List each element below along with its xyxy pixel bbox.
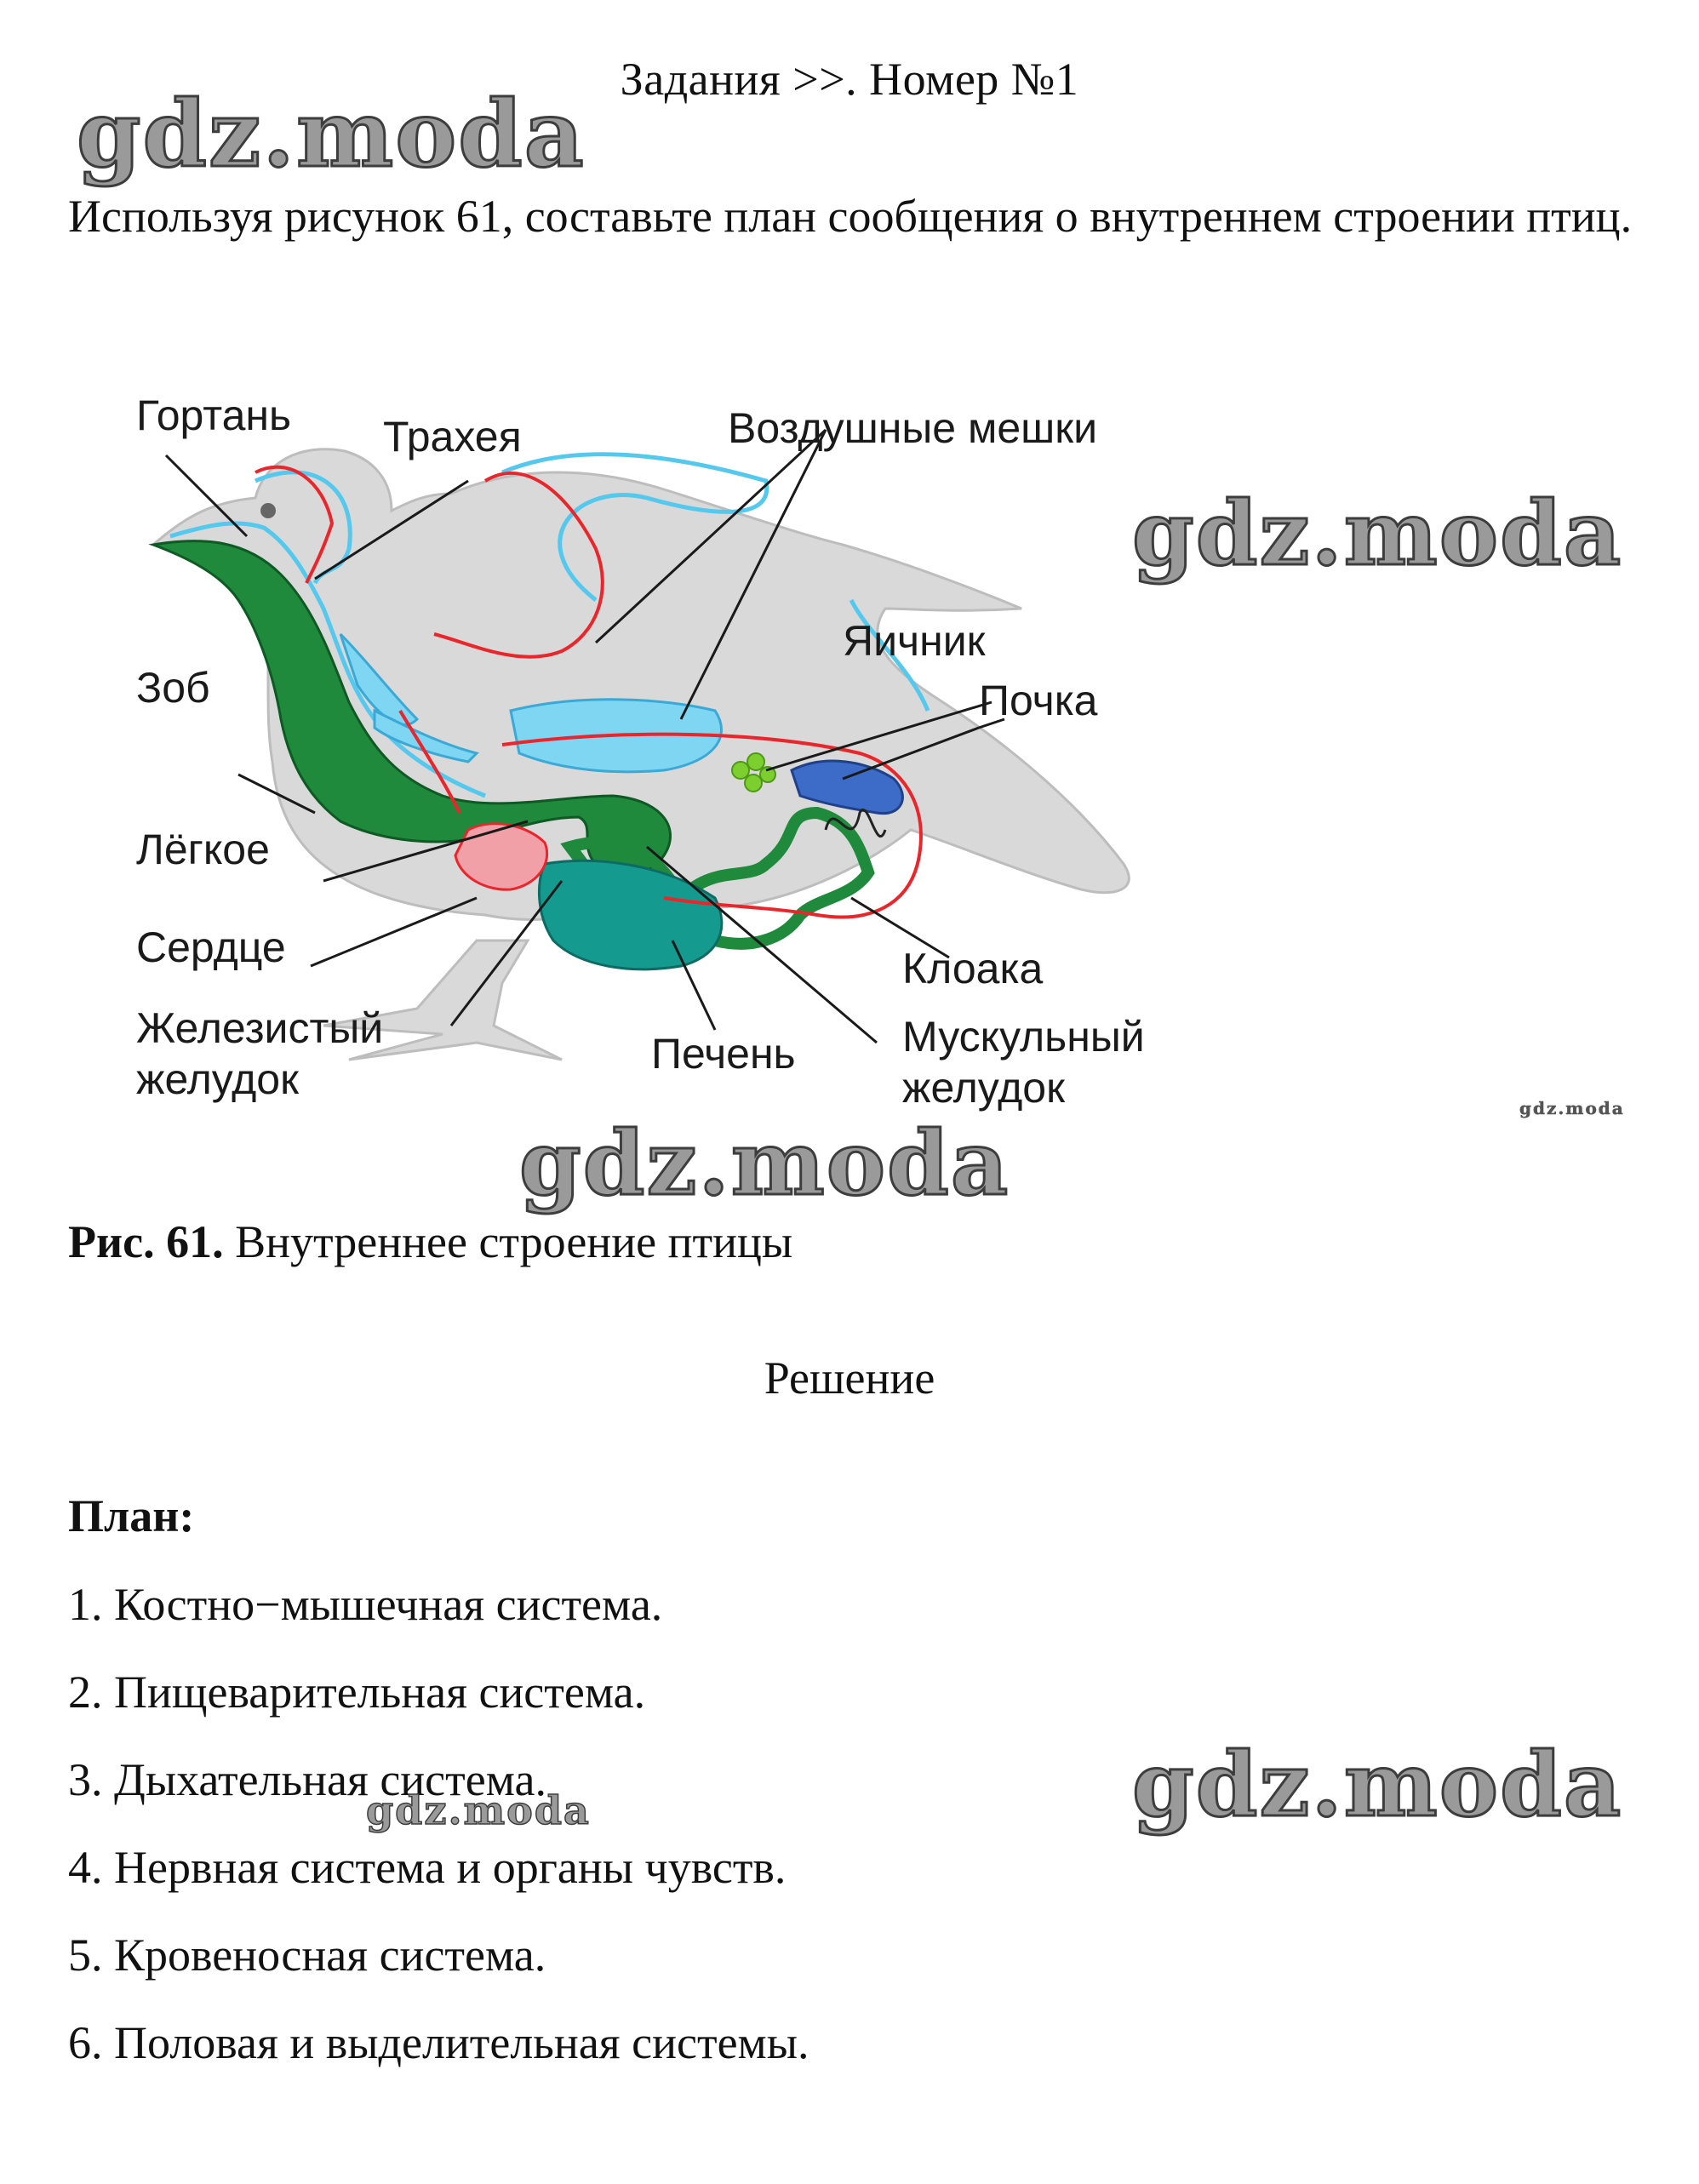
- label-air-sacs: Воздушные мешки: [728, 404, 1097, 452]
- bird-anatomy-figure: Гортань Трахея Воздушные мешки Яичник По…: [136, 392, 1145, 1112]
- caption-text: Внутреннее строение птицы: [235, 1216, 793, 1267]
- watermark: gdz.moda: [76, 80, 586, 190]
- watermark: gdz.moda: [1519, 1098, 1625, 1119]
- label-kidney: Почка: [979, 677, 1098, 724]
- plan-list: 1. Костно−мышечная система. 2. Пищеварит…: [68, 1575, 809, 2101]
- label-ovary: Яичник: [843, 617, 987, 665]
- label-lung: Лёгкое: [136, 826, 270, 873]
- watermark: gdz.moda: [518, 1110, 1010, 1217]
- label-muscular-stomach-line1: Мускульный: [902, 1013, 1145, 1061]
- solution-title: Решение: [764, 1352, 935, 1404]
- page-header: Задания >>. Номер №1: [620, 54, 1079, 105]
- watermark: gdz.moda: [1130, 1731, 1623, 1838]
- caption-label: Рис. 61.: [68, 1216, 224, 1267]
- figure-labels: Гортань Трахея Воздушные мешки Яичник По…: [136, 392, 1145, 1112]
- label-glandular-stomach-line1: Железистый: [136, 1004, 383, 1052]
- label-crop: Зоб: [136, 664, 210, 712]
- ovary: [731, 752, 776, 792]
- plan-item: 6. Половая и выделительная системы.: [68, 2017, 809, 2068]
- leader-lines: [164, 428, 1005, 1044]
- label-liver: Печень: [651, 1030, 796, 1078]
- kidney: [790, 759, 904, 838]
- label-glandular-stomach-line2: желудок: [136, 1055, 300, 1103]
- watermark: gdz.moda: [365, 1787, 591, 1834]
- label-cloaca: Клоака: [902, 945, 1043, 992]
- heart: [454, 822, 549, 891]
- figure-caption: Рис. 61. Внутреннее строение птицы: [68, 1215, 792, 1268]
- glandular-stomach: [537, 859, 724, 971]
- circulatory-system: [255, 465, 923, 919]
- plan-item: 1. Костно−мышечная система.: [68, 1579, 663, 1630]
- label-heart: Сердце: [136, 923, 286, 971]
- label-muscular-stomach-line2: желудок: [902, 1064, 1066, 1112]
- plan-item: 5. Кровеносная система.: [68, 1930, 546, 1981]
- plan-item: 4. Нервная система и органы чувств.: [68, 1842, 787, 1893]
- task-text: Используя рисунок 61, составьте план соо…: [68, 191, 1633, 242]
- plan-item: 3. Дыхательная система.: [68, 1754, 546, 1805]
- label-trachea: Трахея: [383, 413, 522, 460]
- label-larynx: Гортань: [136, 392, 291, 439]
- watermark: gdz.moda: [1130, 480, 1623, 587]
- plan-item: 2. Пищеварительная система.: [68, 1667, 646, 1718]
- plan-title: План:: [68, 1490, 195, 1541]
